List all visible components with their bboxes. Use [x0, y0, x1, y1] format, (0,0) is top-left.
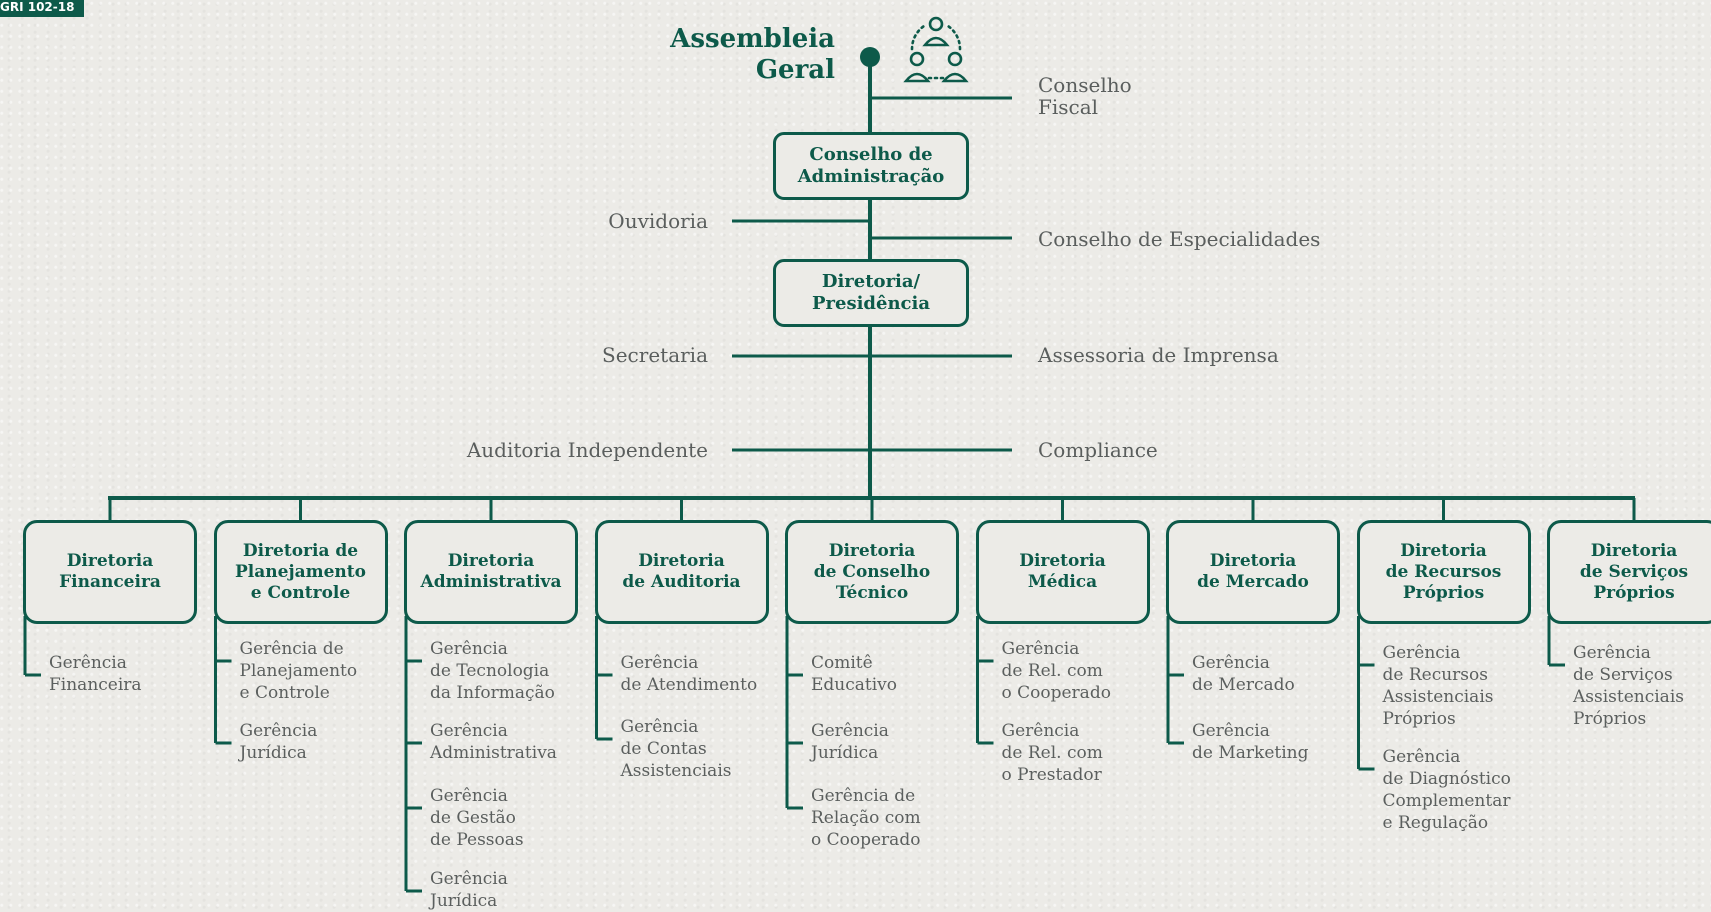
conselho-especialidades-label: Conselho de Especialidades	[1038, 227, 1321, 251]
ouvidoria-label: Ouvidoria	[608, 209, 708, 233]
manager-label: Gerência de Relação com o Cooperado	[811, 786, 921, 850]
manager-label: Gerência de Atendimento	[620, 653, 758, 695]
manager-label: Gerência de Diagnóstico Complementar e R…	[1382, 747, 1511, 833]
manager-label: Gerência de Tecnologia da Informação	[430, 639, 555, 703]
auditoria-independente-label: Auditoria Independente	[466, 438, 708, 462]
directorate-box-8: Diretoria de Recursos Próprios	[1356, 520, 1531, 624]
conselho-fiscal-label: Conselho Fiscal	[1038, 73, 1132, 119]
assessoria-imprensa-label: Assessoria de Imprensa	[1038, 343, 1279, 367]
directorate-box-6: Diretoria Médica	[975, 520, 1150, 624]
directorate-box-5: Diretoria de Conselho Técnico	[785, 520, 959, 624]
manager-label: Gerência de Rel. com o Prestador	[1001, 721, 1103, 785]
manager-label: Gerência de Marketing	[1192, 721, 1309, 763]
directorate-box-4: Diretoria de Auditoria	[594, 520, 769, 624]
manager-label: Gerência Financeira	[49, 653, 142, 695]
manager-label: Gerência de Recursos Assistenciais Própr…	[1382, 643, 1494, 729]
compliance-label: Compliance	[1038, 438, 1158, 462]
manager-label: Gerência Jurídica	[430, 869, 508, 911]
manager-label: Gerência de Contas Assistenciais	[620, 717, 732, 781]
directorate-box-9: Diretoria de Serviços Próprios	[1547, 520, 1711, 624]
manager-label: Gerência de Gestão de Pessoas	[430, 786, 524, 850]
manager-label: Gerência Jurídica	[239, 721, 318, 763]
gri-tag: GRI 102-18	[0, 0, 85, 17]
manager-label: Comitê Educativo	[811, 653, 898, 695]
directorate-box-1: Diretoria Financeira	[23, 520, 197, 624]
directorate-box-7: Diretoria de Mercado	[1166, 520, 1340, 624]
manager-label: Gerência Jurídica	[811, 721, 889, 763]
manager-label: Gerência de Mercado	[1192, 653, 1295, 695]
directorate-box-2: Diretoria de Planejamento e Controle	[213, 520, 388, 624]
assembleia-geral-title: Assembleia Geral	[670, 24, 835, 85]
manager-label: Gerência de Rel. com o Cooperado	[1001, 639, 1111, 703]
manager-label: Gerência de Serviços Assistenciais Própr…	[1573, 643, 1684, 729]
manager-label: Gerência Administrativa	[430, 721, 557, 763]
diretoria-presidencia-box: Diretoria/ Presidência	[773, 259, 969, 327]
directorate-box-3: Diretoria Administrativa	[404, 520, 578, 624]
secretaria-label: Secretaria	[602, 343, 708, 367]
conselho-administracao-box: Conselho de Administração	[773, 132, 969, 200]
people-network-icon	[898, 12, 974, 86]
manager-label: Gerência de Planejamento e Controle	[239, 639, 358, 703]
